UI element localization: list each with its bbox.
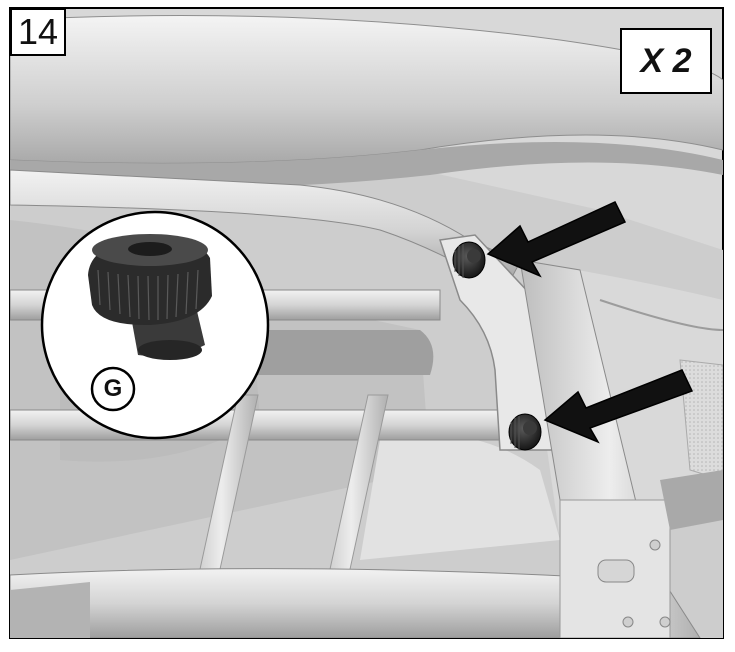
knurled-knob-icon <box>452 241 486 279</box>
quantity-label: X 2 <box>620 28 712 94</box>
roof-bar <box>10 15 723 164</box>
pointer-arrow-icon <box>486 201 627 278</box>
plate-bolt <box>622 616 634 628</box>
fender-shadow <box>660 470 723 530</box>
part-detail-callout <box>40 210 270 440</box>
part-letter-badge <box>90 366 136 412</box>
knurled-knob-icon <box>508 413 542 451</box>
upper-crossbar <box>10 169 521 291</box>
part-letter: G <box>103 375 123 402</box>
fender-line <box>599 299 723 331</box>
pointer-arrow-icon <box>543 369 694 444</box>
step-number: 14 <box>10 8 66 56</box>
bottom-rail-end <box>10 582 90 638</box>
plate-stud <box>597 559 635 583</box>
rail-shadow <box>240 330 434 375</box>
seat-cushion <box>360 434 560 560</box>
plate-bolt <box>649 539 661 551</box>
roof-bar-edge <box>10 142 723 189</box>
plate-bolt <box>659 616 671 628</box>
